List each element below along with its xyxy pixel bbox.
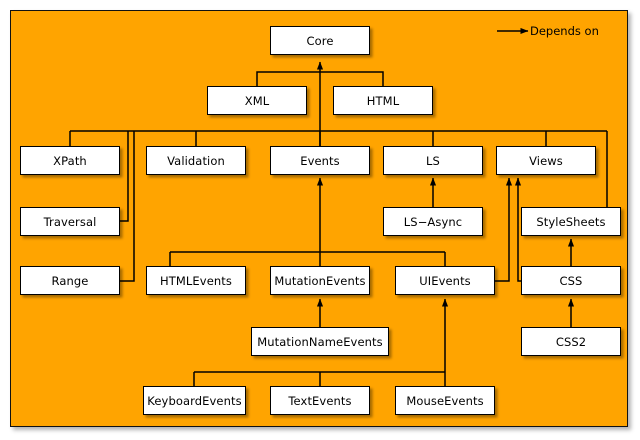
node-html[interactable]: HTML	[333, 86, 433, 115]
node-label: Events	[300, 153, 340, 168]
node-mutationevents[interactable]: MutationEvents	[270, 266, 370, 295]
node-css[interactable]: CSS	[521, 266, 621, 295]
node-mouseevents[interactable]: MouseEvents	[395, 386, 495, 415]
node-stylesheets[interactable]: StyleSheets	[521, 207, 621, 236]
node-label: MouseEvents	[406, 393, 484, 408]
node-label: Validation	[167, 153, 225, 168]
legend-depends-on-label: Depends on	[530, 24, 599, 38]
node-label: LS−Async	[403, 214, 463, 229]
node-events[interactable]: Events	[270, 146, 370, 175]
node-keyboardevents[interactable]: KeyboardEvents	[143, 386, 246, 415]
node-label: UIEvents	[419, 273, 471, 288]
node-mutationnameevents[interactable]: MutationNameEvents	[251, 327, 389, 356]
node-xpath[interactable]: XPath	[20, 146, 120, 175]
node-validation[interactable]: Validation	[146, 146, 246, 175]
node-css2[interactable]: CSS2	[521, 327, 621, 356]
node-label: CSS	[559, 273, 583, 288]
node-label: XML	[244, 93, 270, 108]
node-traversal[interactable]: Traversal	[20, 207, 120, 236]
node-label: Core	[306, 33, 334, 48]
node-label: CSS2	[555, 334, 587, 349]
node-textevents[interactable]: TextEvents	[270, 386, 370, 415]
node-label: MutationEvents	[274, 273, 366, 288]
node-label: MutationNameEvents	[257, 334, 383, 349]
node-label: TextEvents	[288, 393, 352, 408]
node-label: LS	[426, 153, 440, 168]
node-label: StyleSheets	[536, 214, 606, 229]
node-xml[interactable]: XML	[207, 86, 307, 115]
node-range[interactable]: Range	[20, 266, 120, 295]
node-ls[interactable]: LS	[383, 146, 483, 175]
node-core[interactable]: Core	[270, 26, 370, 55]
node-label: Traversal	[43, 214, 97, 229]
node-lsasync[interactable]: LS−Async	[383, 207, 483, 236]
node-label: HTML	[366, 93, 400, 108]
node-label: Views	[529, 153, 563, 168]
node-htmlevents[interactable]: HTMLEvents	[146, 266, 246, 295]
node-uievents[interactable]: UIEvents	[395, 266, 495, 295]
node-label: Range	[51, 273, 89, 288]
node-label: KeyboardEvents	[147, 393, 242, 408]
node-label: HTMLEvents	[160, 273, 232, 288]
node-label: XPath	[53, 153, 87, 168]
node-views[interactable]: Views	[496, 146, 596, 175]
